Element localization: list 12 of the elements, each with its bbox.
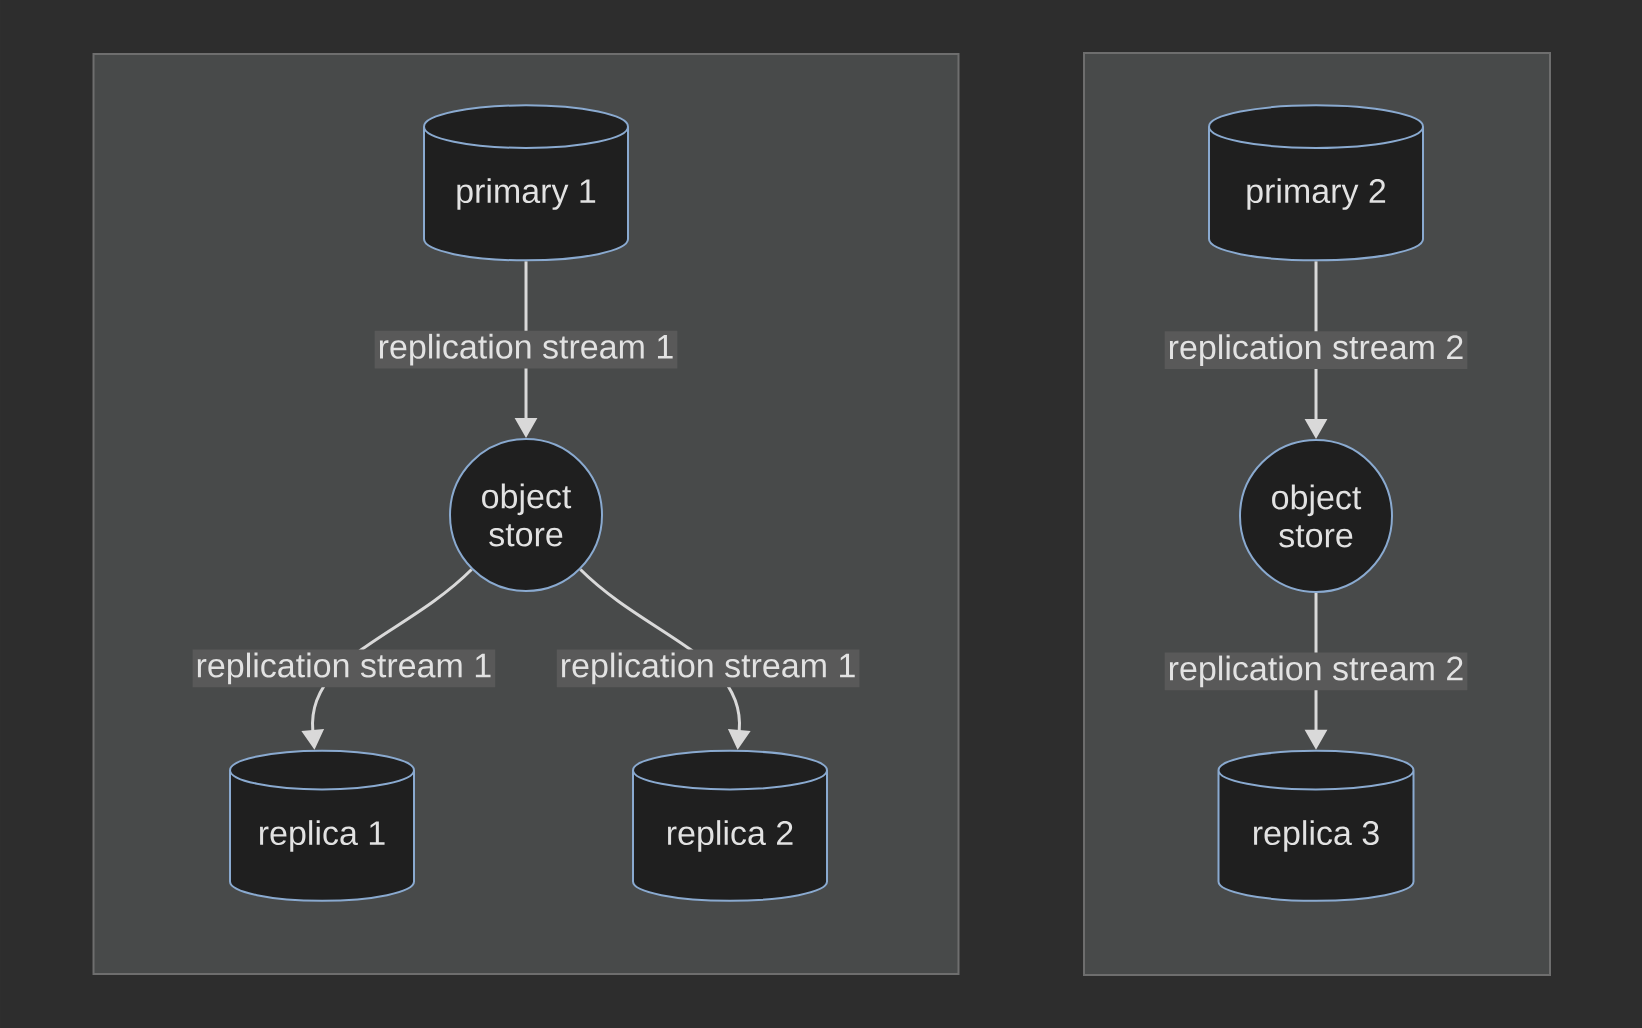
edge-label: replication stream 2 xyxy=(1169,334,1463,367)
database-cylinder: replica 1 xyxy=(229,749,415,902)
database-cylinder: replica 3 xyxy=(1217,749,1415,902)
circle-node: object store xyxy=(449,438,603,592)
edge-label: replication stream 1 xyxy=(562,652,855,685)
edge-label: replication stream 2 xyxy=(1169,655,1463,688)
database-cylinder: primary 2 xyxy=(1208,104,1424,262)
database-cylinder: replica 2 xyxy=(632,749,828,902)
circle-node: object store xyxy=(1239,439,1393,593)
edge-label: replication stream 1 xyxy=(197,652,491,685)
database-cylinder: primary 1 xyxy=(423,104,629,262)
edge-label: replication stream 1 xyxy=(379,333,673,366)
